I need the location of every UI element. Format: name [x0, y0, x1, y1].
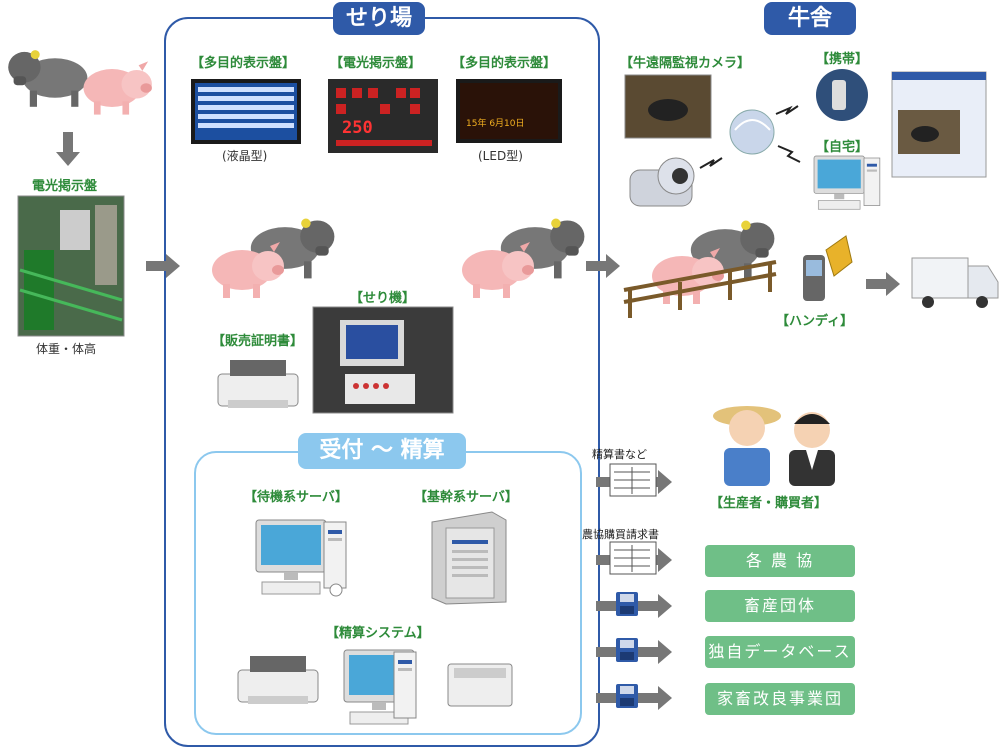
- invoice-label: 農協購買請求書: [582, 528, 659, 541]
- uketsuke-title: 受付 〜 精算: [298, 433, 466, 469]
- mobile-label: 【携帯】: [816, 52, 869, 67]
- lcd-display-caption: (液晶型): [222, 149, 268, 163]
- arrow-into-arena-icon: [146, 254, 180, 278]
- home-pc-monitor-icon: [813, 155, 865, 210]
- ear-tag-icon: [825, 235, 853, 277]
- fence-icon: [623, 260, 777, 318]
- floppy-2-icon: [616, 638, 638, 662]
- lcd-display-label: 【多目的表示盤】: [191, 56, 296, 71]
- arrow-to-truck-icon: [866, 272, 900, 296]
- statement-doc-icon: [609, 463, 657, 497]
- home-label: 【自宅】: [816, 140, 869, 155]
- settlement-system-label: 【精算システム】: [326, 626, 430, 641]
- target-kachiku-kairyo: 家畜改良事業団: [705, 683, 855, 715]
- certificate-label: 【販売証明書】: [212, 334, 304, 349]
- floppy-3-icon: [616, 684, 638, 708]
- producer-icon: [713, 406, 781, 486]
- standby-server-tower-icon: [323, 521, 347, 589]
- standby-server-monitor-icon: [255, 519, 327, 595]
- led-display-caption: (LED型): [478, 149, 523, 163]
- handy-terminal-icon: [803, 255, 825, 301]
- led-display-date: 15年 6月10日: [466, 119, 525, 129]
- network-globe-icon: [729, 109, 775, 155]
- seriba-title: せり場: [333, 2, 425, 35]
- handy-label: 【ハンディ】: [776, 314, 854, 329]
- arena-pig-right-icon: [462, 242, 534, 298]
- pig-icon: [83, 61, 152, 115]
- core-server-label: 【基幹系サーバ】: [414, 490, 518, 505]
- target-nokyo: 各 農 協: [705, 545, 855, 577]
- target-database: 独自データベース: [705, 636, 855, 668]
- home-pc-tower-icon: [863, 157, 881, 206]
- led-display-label: 【多目的表示盤】: [452, 56, 557, 71]
- invoice-doc-icon: [609, 541, 657, 575]
- target-chikusan-dantai: 畜産団体: [705, 590, 855, 622]
- electric-board-number: 250: [342, 118, 373, 138]
- arrow-to-barn-icon: [586, 254, 620, 278]
- cow-pig-icon: [8, 50, 88, 107]
- settlement-tower-icon: [393, 651, 417, 719]
- camera-label: 【牛遠隔監視カメラ】: [620, 56, 751, 71]
- arena-pig-left-icon: [212, 242, 284, 298]
- buyer-icon: [789, 412, 835, 486]
- certificate-printer-icon: [217, 359, 299, 409]
- gyusha-title: 牛舎: [764, 2, 856, 35]
- signal-bolt-icon: [699, 157, 723, 169]
- down-arrow-icon: [56, 132, 80, 166]
- floppy-1-icon: [616, 592, 638, 616]
- left-caption: 体重・体高: [36, 342, 97, 356]
- settlement-printer-icon: [237, 655, 319, 705]
- electric-board-label: 【電光掲示盤】: [330, 56, 422, 71]
- truck-icon: [911, 257, 999, 308]
- people-label: 【生産者・購買者】: [710, 496, 828, 511]
- webcam-icon: [629, 157, 695, 207]
- standby-server-label: 【待機系サーバ】: [244, 490, 348, 505]
- left-display-label: 電光掲示盤: [32, 179, 98, 194]
- core-server-icon: [431, 511, 507, 605]
- statement-label: 精算書など: [592, 448, 647, 461]
- seriki-label: 【せり機】: [350, 291, 416, 306]
- laser-printer-icon: [447, 663, 513, 707]
